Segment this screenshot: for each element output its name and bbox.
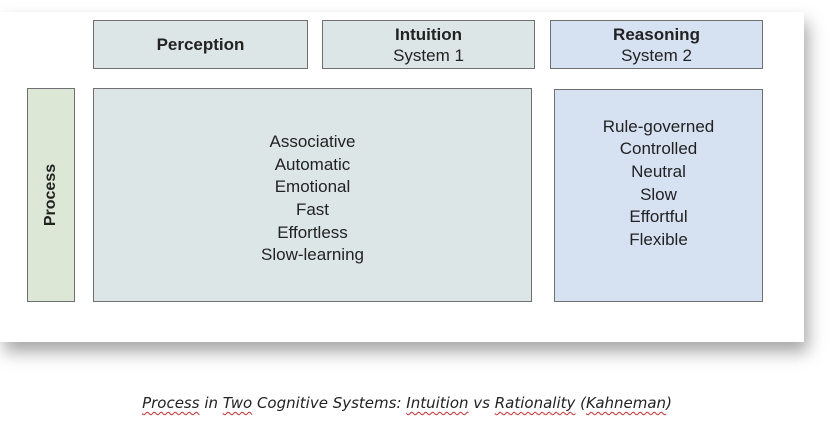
intuition-panel: Associative Automatic Emotional Fast Eff… xyxy=(93,88,532,302)
caption-word: Rationality xyxy=(494,394,576,412)
caption-word: Two xyxy=(222,394,253,412)
reasoning-item: Neutral xyxy=(631,161,686,181)
reasoning-item: Slow xyxy=(640,184,677,204)
caption-word: Intuition xyxy=(406,394,469,412)
reasoning-item: Controlled xyxy=(619,139,698,159)
reasoning-title: Reasoning xyxy=(613,24,700,44)
intuition-item: Slow-learning xyxy=(261,245,364,265)
perception-header: Perception xyxy=(93,20,308,69)
intuition-header: Intuition System 1 xyxy=(322,20,535,69)
diagram-card: Perception Intuition System 1 Reasoning … xyxy=(0,12,804,342)
reasoning-item: Flexible xyxy=(629,229,688,249)
caption-text: ( xyxy=(575,394,587,412)
caption-text: ) xyxy=(666,394,672,412)
intuition-item: Effortless xyxy=(277,222,348,242)
intuition-item: Automatic xyxy=(274,154,351,174)
caption-text: vs xyxy=(468,394,495,412)
intuition-item: Emotional xyxy=(274,177,351,197)
process-label: Process xyxy=(42,163,60,227)
intuition-title: Intuition xyxy=(394,24,463,44)
perception-title: Perception xyxy=(156,35,245,54)
figure-caption: Process in Two Cognitive Systems: Intuit… xyxy=(0,394,814,412)
reasoning-panel: Rule-governed Controlled Neutral Slow Ef… xyxy=(554,89,763,302)
caption-text: in xyxy=(199,394,223,412)
reasoning-item: Effortful xyxy=(629,207,688,227)
process-box: Process xyxy=(27,88,75,302)
intuition-item: Fast xyxy=(295,200,330,219)
intuition-item: Associative xyxy=(269,132,356,152)
reasoning-item: Rule-governed xyxy=(602,116,715,136)
caption-text: Cognitive Systems: xyxy=(252,394,407,412)
caption-word: Kahneman xyxy=(586,394,667,412)
intuition-subtitle: System 1 xyxy=(393,45,464,65)
caption-word: Process xyxy=(142,394,200,412)
reasoning-header: Reasoning System 2 xyxy=(550,20,763,69)
reasoning-subtitle: System 2 xyxy=(621,45,692,65)
